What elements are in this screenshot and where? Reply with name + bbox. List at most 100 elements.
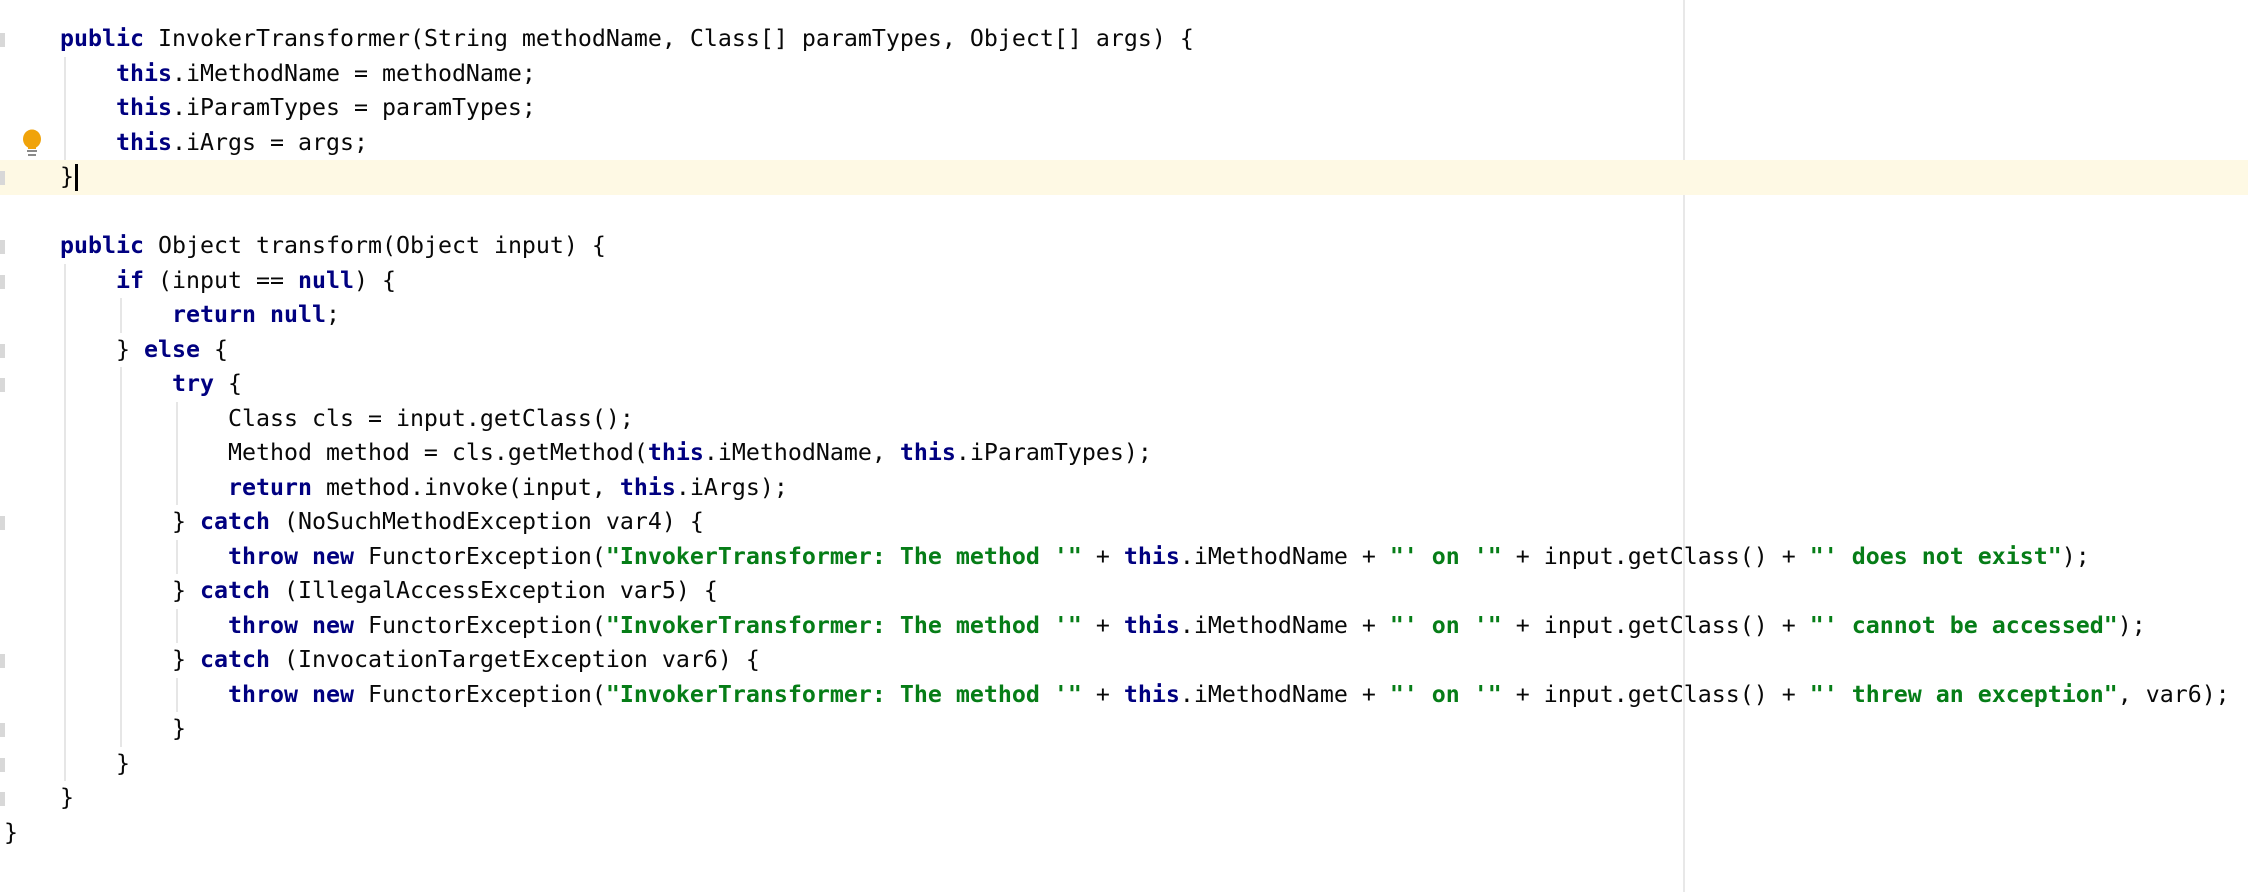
code-line[interactable]: }: [0, 160, 2248, 195]
code-line[interactable]: this.iMethodName = methodName;: [0, 57, 2248, 92]
keyword-token: return: [227, 473, 312, 501]
code-line[interactable]: } else {: [0, 333, 2248, 368]
code-line[interactable]: }: [0, 816, 2248, 851]
code-line[interactable]: }: [0, 747, 2248, 782]
code-line[interactable]: throw new FunctorException("InvokerTrans…: [0, 609, 2248, 644]
fold-marker-icon[interactable]: [0, 654, 5, 668]
code-line[interactable]: } catch (NoSuchMethodException var4) {: [0, 505, 2248, 540]
code-line[interactable]: throw new FunctorException("InvokerTrans…: [0, 540, 2248, 575]
fold-marker-icon[interactable]: [0, 792, 5, 806]
code-line[interactable]: try {: [0, 367, 2248, 402]
code-token: .iMethodName +: [1179, 611, 1390, 639]
code-line[interactable]: [0, 195, 2248, 230]
keyword-token: catch: [199, 646, 270, 673]
code-line[interactable]: return null;: [0, 298, 2248, 333]
indent-guide: [176, 401, 178, 505]
code-text: throw new FunctorException("InvokerTrans…: [4, 678, 2230, 713]
keyword-token: throw new: [227, 542, 354, 570]
keyword-token: this: [115, 128, 172, 156]
code-line[interactable]: return method.invoke(input, this.iArgs);: [0, 471, 2248, 506]
code-token: , var6);: [2117, 680, 2230, 708]
code-token: FunctorException(: [353, 680, 606, 708]
code-text: }: [4, 712, 186, 747]
code-text: return null;: [4, 298, 340, 333]
fold-marker-icon[interactable]: [0, 240, 5, 254]
keyword-token: catch: [199, 508, 270, 535]
keyword-token: this: [899, 439, 956, 466]
keyword-token: else: [143, 335, 200, 363]
keyword-token: this: [115, 94, 172, 121]
keyword-token: catch: [199, 577, 270, 604]
code-line[interactable]: }: [0, 712, 2248, 747]
fold-marker-icon[interactable]: [0, 723, 5, 737]
code-line[interactable]: public InvokerTransformer(String methodN…: [0, 22, 2248, 57]
keyword-token: throw new: [227, 611, 354, 639]
code-token: (NoSuchMethodException var4) {: [269, 508, 704, 535]
code-token: }: [171, 715, 186, 742]
string-token: "' on '": [1389, 611, 1502, 639]
code-line[interactable]: this.iArgs = args;: [0, 126, 2248, 161]
code-token: (input ==: [143, 266, 298, 294]
code-text: this.iMethodName = methodName;: [4, 57, 536, 92]
code-token: }: [171, 646, 200, 673]
fold-marker-icon[interactable]: [0, 757, 5, 772]
right-margin-guide: [1683, 0, 1685, 892]
intention-lightbulb-icon[interactable]: [21, 129, 43, 157]
code-token: );: [2061, 542, 2090, 570]
string-token: "' on '": [1389, 542, 1502, 570]
code-token: + input.getClass() +: [1501, 611, 1810, 639]
keyword-token: this: [647, 439, 704, 466]
indent-guide: [176, 608, 178, 643]
keyword-token: public: [60, 25, 144, 52]
code-token: {: [213, 370, 242, 397]
fold-marker-icon[interactable]: [0, 343, 5, 358]
code-line[interactable]: } catch (InvocationTargetException var6)…: [0, 643, 2248, 678]
code-text: } else {: [4, 333, 228, 368]
code-token: }: [60, 784, 74, 811]
code-token: }: [171, 508, 200, 535]
keyword-token: throw new: [227, 680, 354, 708]
keyword-token: try: [171, 370, 214, 397]
fold-marker-icon[interactable]: [0, 274, 5, 289]
code-token: }: [115, 749, 130, 777]
keyword-token: null: [297, 266, 354, 294]
code-text: }: [4, 747, 130, 782]
code-text: this.iParamTypes = paramTypes;: [4, 91, 536, 126]
code-token: (InvocationTargetException var6) {: [269, 646, 760, 673]
string-token: "' cannot be accessed": [1809, 611, 2118, 639]
code-line[interactable]: this.iParamTypes = paramTypes;: [0, 91, 2248, 126]
indent-guide: [64, 263, 66, 781]
indent-guide: [120, 367, 122, 747]
code-line[interactable]: Method method = cls.getMethod(this.iMeth…: [0, 436, 2248, 471]
code-token: + input.getClass() +: [1501, 680, 1810, 708]
code-text: public InvokerTransformer(String methodN…: [4, 22, 1194, 57]
string-token: "InvokerTransformer: The method '": [605, 611, 1082, 639]
code-token: {: [199, 335, 228, 363]
keyword-token: this: [619, 473, 676, 501]
code-line[interactable]: } catch (IllegalAccessException var5) {: [0, 574, 2248, 609]
code-token: FunctorException(: [353, 611, 606, 639]
code-text: throw new FunctorException("InvokerTrans…: [4, 540, 2090, 575]
code-token: }: [60, 163, 74, 190]
indent-guide: [176, 539, 178, 574]
code-line[interactable]: throw new FunctorException("InvokerTrans…: [0, 678, 2248, 713]
code-token: Object transform(Object input) {: [144, 232, 606, 259]
fold-marker-icon[interactable]: [0, 33, 5, 47]
fold-marker-icon[interactable]: [0, 516, 5, 530]
text-caret: [75, 164, 78, 191]
fold-marker-icon[interactable]: [0, 171, 5, 185]
code-token: (IllegalAccessException var5) {: [269, 577, 718, 604]
fold-marker-icon[interactable]: [0, 378, 5, 392]
string-token: "' threw an exception": [1809, 680, 2118, 708]
code-line[interactable]: }: [0, 781, 2248, 816]
keyword-token: if: [115, 266, 144, 294]
code-token: ) {: [353, 266, 396, 294]
code-token: .iParamTypes = paramTypes;: [171, 94, 536, 121]
code-line[interactable]: public Object transform(Object input) {: [0, 229, 2248, 264]
code-line[interactable]: if (input == null) {: [0, 264, 2248, 299]
code-line[interactable]: Class cls = input.getClass();: [0, 402, 2248, 437]
indent-guide: [120, 298, 122, 333]
code-token: +: [1081, 680, 1124, 708]
code-token: .iMethodName = methodName;: [171, 59, 536, 87]
